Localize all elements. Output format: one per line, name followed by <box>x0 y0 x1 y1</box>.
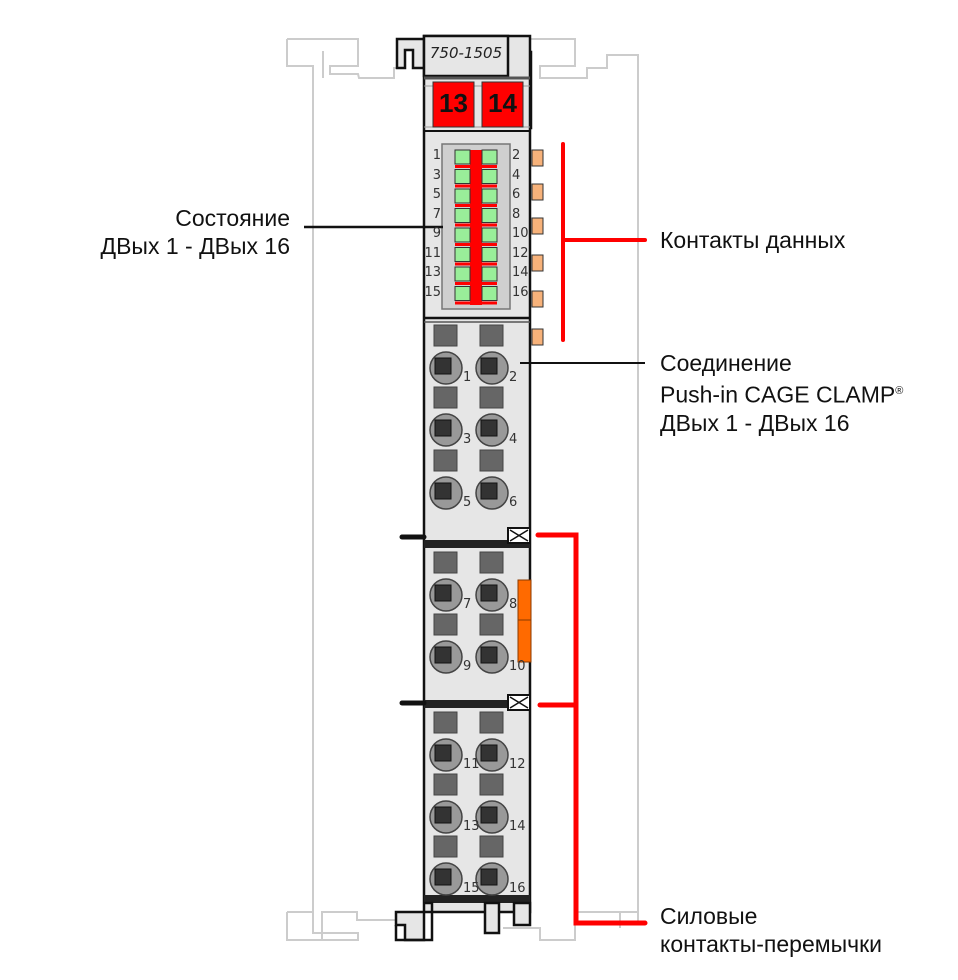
led-number: 1 <box>432 148 441 163</box>
led-7 <box>454 208 471 223</box>
terminal-number: 5 <box>463 495 472 510</box>
callout-power-jumpers-line1: Силовые <box>660 903 758 929</box>
led-number: 8 <box>512 206 521 222</box>
led-2 <box>481 149 498 165</box>
led-number: 6 <box>512 187 521 202</box>
release-button <box>479 711 504 734</box>
led-number: 14 <box>512 265 529 280</box>
led-6 <box>481 188 498 204</box>
led-12 <box>481 247 498 262</box>
data-contact <box>531 254 544 272</box>
release-button <box>479 324 504 347</box>
release-button <box>433 386 458 409</box>
led-1 <box>454 149 471 165</box>
led-4 <box>481 169 498 184</box>
release-button <box>433 711 458 734</box>
terminal-number: 2 <box>509 370 518 385</box>
terminal-number: 15 <box>463 881 480 896</box>
led-11 <box>454 247 471 262</box>
ghost-module-left <box>286 38 405 925</box>
power-jumper-contact-1 <box>507 527 531 544</box>
release-button <box>433 835 458 858</box>
callout-status: Состояние ДВых 1 - ДВых 16 <box>40 204 291 260</box>
led-number: 2 <box>512 148 521 163</box>
callout-bracket-data-contacts <box>561 142 647 342</box>
callout-status-line2: ДВых 1 - ДВых 16 <box>100 233 291 259</box>
marker-13-label: 13 <box>439 88 468 118</box>
callout-connection: Соединение Push-in CAGE CLAMP® ДВых 1 - … <box>660 349 903 437</box>
terminal-number: 6 <box>509 495 518 510</box>
led-16 <box>481 286 498 301</box>
terminal-number: 13 <box>463 819 480 834</box>
release-button <box>433 773 458 796</box>
release-button <box>479 386 504 409</box>
led-number: 13 <box>424 265 441 280</box>
terminal-number: 9 <box>463 659 472 674</box>
release-button <box>433 324 458 347</box>
led-9 <box>454 227 471 243</box>
data-contact <box>531 217 544 235</box>
led-number: 12 <box>512 245 529 261</box>
jumper-bridge <box>517 579 532 663</box>
led-10 <box>481 227 498 243</box>
led-14 <box>481 266 498 282</box>
terminal-number: 7 <box>463 597 472 612</box>
release-button <box>479 449 504 472</box>
terminal-number: 8 <box>509 597 518 612</box>
led-number: 5 <box>432 187 441 202</box>
data-contact <box>531 149 544 167</box>
callout-data-contacts: Контакты данных <box>660 226 845 254</box>
callout-connection-line2: Push-in CAGE CLAMP® <box>660 381 904 408</box>
marker-13 <box>432 81 475 128</box>
terminal-number: 11 <box>463 757 480 772</box>
terminal-number: 1 <box>463 370 472 385</box>
callout-power-jumpers: Силовые контакты-перемычки <box>660 902 882 958</box>
power-jumper-contact-2 <box>507 694 531 711</box>
data-contact <box>531 183 544 201</box>
led-8 <box>481 208 498 223</box>
led-number: 7 <box>432 206 441 222</box>
led-3 <box>454 169 471 184</box>
terminal-number: 4 <box>509 432 518 447</box>
callout-data-contacts-line1: Контакты данных <box>660 227 846 253</box>
release-button <box>433 551 458 574</box>
callout-connection-line1: Соединение <box>660 350 792 376</box>
bottom-latch <box>394 901 532 942</box>
led-15 <box>454 286 471 301</box>
led-number: 15 <box>424 284 441 300</box>
marker-14 <box>481 81 524 128</box>
led-number: 11 <box>424 245 441 261</box>
led-number: 3 <box>432 167 441 183</box>
release-button <box>479 835 504 858</box>
terminal-number: 3 <box>463 432 472 447</box>
callout-connection-line3: ДВых 1 - ДВых 16 <box>660 409 850 436</box>
led-number: 4 <box>512 167 521 183</box>
led-number: 10 <box>512 226 529 241</box>
callout-bracket-power-jumpers <box>535 532 648 926</box>
led-bar <box>470 150 482 305</box>
release-button <box>479 773 504 796</box>
terminal-number: 14 <box>509 819 526 834</box>
led-5 <box>454 188 471 204</box>
led-13 <box>454 266 471 282</box>
release-button <box>433 613 458 636</box>
release-button <box>479 613 504 636</box>
ghost-module-bottom <box>286 911 638 941</box>
data-contact <box>531 328 544 346</box>
terminal-number: 12 <box>509 757 526 772</box>
release-button <box>433 449 458 472</box>
callout-status-line1: Состояние <box>175 205 290 231</box>
terminal-number: 10 <box>509 659 526 674</box>
terminal-number: 16 <box>509 881 526 896</box>
release-button <box>479 551 504 574</box>
led-number: 9 <box>432 226 441 241</box>
data-contact <box>531 290 544 308</box>
marker-14-label: 14 <box>488 88 517 118</box>
callout-power-jumpers-line2: контакты-перемычки <box>660 931 882 957</box>
led-number: 16 <box>512 284 529 300</box>
model-number: 750-1505 <box>429 44 503 62</box>
